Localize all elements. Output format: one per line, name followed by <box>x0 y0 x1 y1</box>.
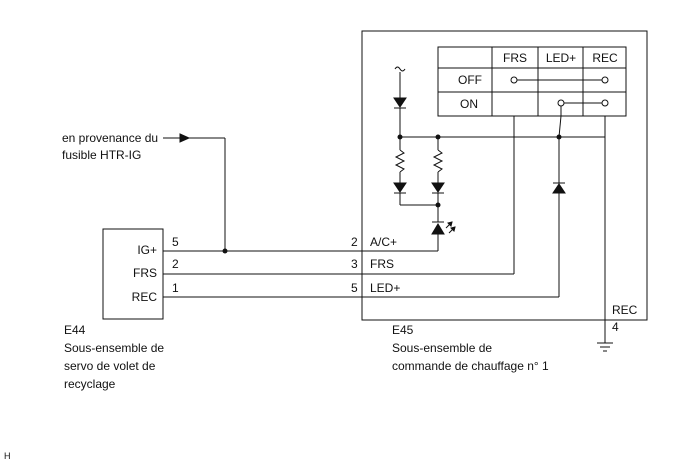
ground-icon <box>597 342 613 352</box>
e44-pin-label-frs: FRS <box>133 266 157 280</box>
e45-pin-number-frs: 3 <box>351 257 358 271</box>
branch-diode-right <box>431 182 445 194</box>
e44-pin-label-rec: REC <box>132 290 158 304</box>
e45-box <box>361 30 648 321</box>
source-label-line2: fusible HTR-IG <box>62 148 141 162</box>
switch-col-ledplus: LED+ <box>546 51 576 65</box>
ground-pin: 4 <box>612 320 619 334</box>
e44-pin-label-ig: IG+ <box>137 243 157 257</box>
e44-code: E44 <box>64 323 86 337</box>
ledplus-diode <box>552 182 566 194</box>
input-diode-symbol <box>393 97 407 109</box>
switch-row-off: OFF <box>458 73 482 87</box>
resistor-left <box>394 149 406 173</box>
e45-pin-label-acplus: A/C+ <box>370 235 397 249</box>
source-label-line1: en provenance du <box>62 131 158 145</box>
led-icon <box>431 221 456 235</box>
e44-pin-number-ig: 5 <box>172 235 179 249</box>
e45-name-line2: commande de chauffage n° 1 <box>392 359 549 373</box>
ac-source-symbol <box>394 66 406 72</box>
resistor-right <box>432 149 444 173</box>
e45-pin-label-frs: FRS <box>370 257 394 271</box>
e45-code: E45 <box>392 323 414 337</box>
e44-pin-number-rec: 1 <box>172 281 179 295</box>
e45-pin-number-ledplus: 5 <box>351 281 358 295</box>
branch-diode-left <box>393 182 407 194</box>
ground-label: REC <box>612 303 638 317</box>
e44-name-line1: Sous-ensemble de <box>64 341 164 355</box>
switch-table <box>437 46 627 117</box>
e44-name-line2: servo de volet de <box>64 359 156 373</box>
e44-pin-number-frs: 2 <box>172 257 179 271</box>
e44-name-line3: recyclage <box>64 377 116 391</box>
switch-row-on: ON <box>460 97 478 111</box>
e45-name-line1: Sous-ensemble de <box>392 341 492 355</box>
e45-pin-number-acplus: 2 <box>351 235 358 249</box>
footer-mark: H <box>4 451 11 461</box>
e45-pin-label-ledplus: LED+ <box>370 281 400 295</box>
off-contact <box>510 76 609 84</box>
switch-col-frs: FRS <box>503 51 527 65</box>
switch-col-rec: REC <box>592 51 618 65</box>
